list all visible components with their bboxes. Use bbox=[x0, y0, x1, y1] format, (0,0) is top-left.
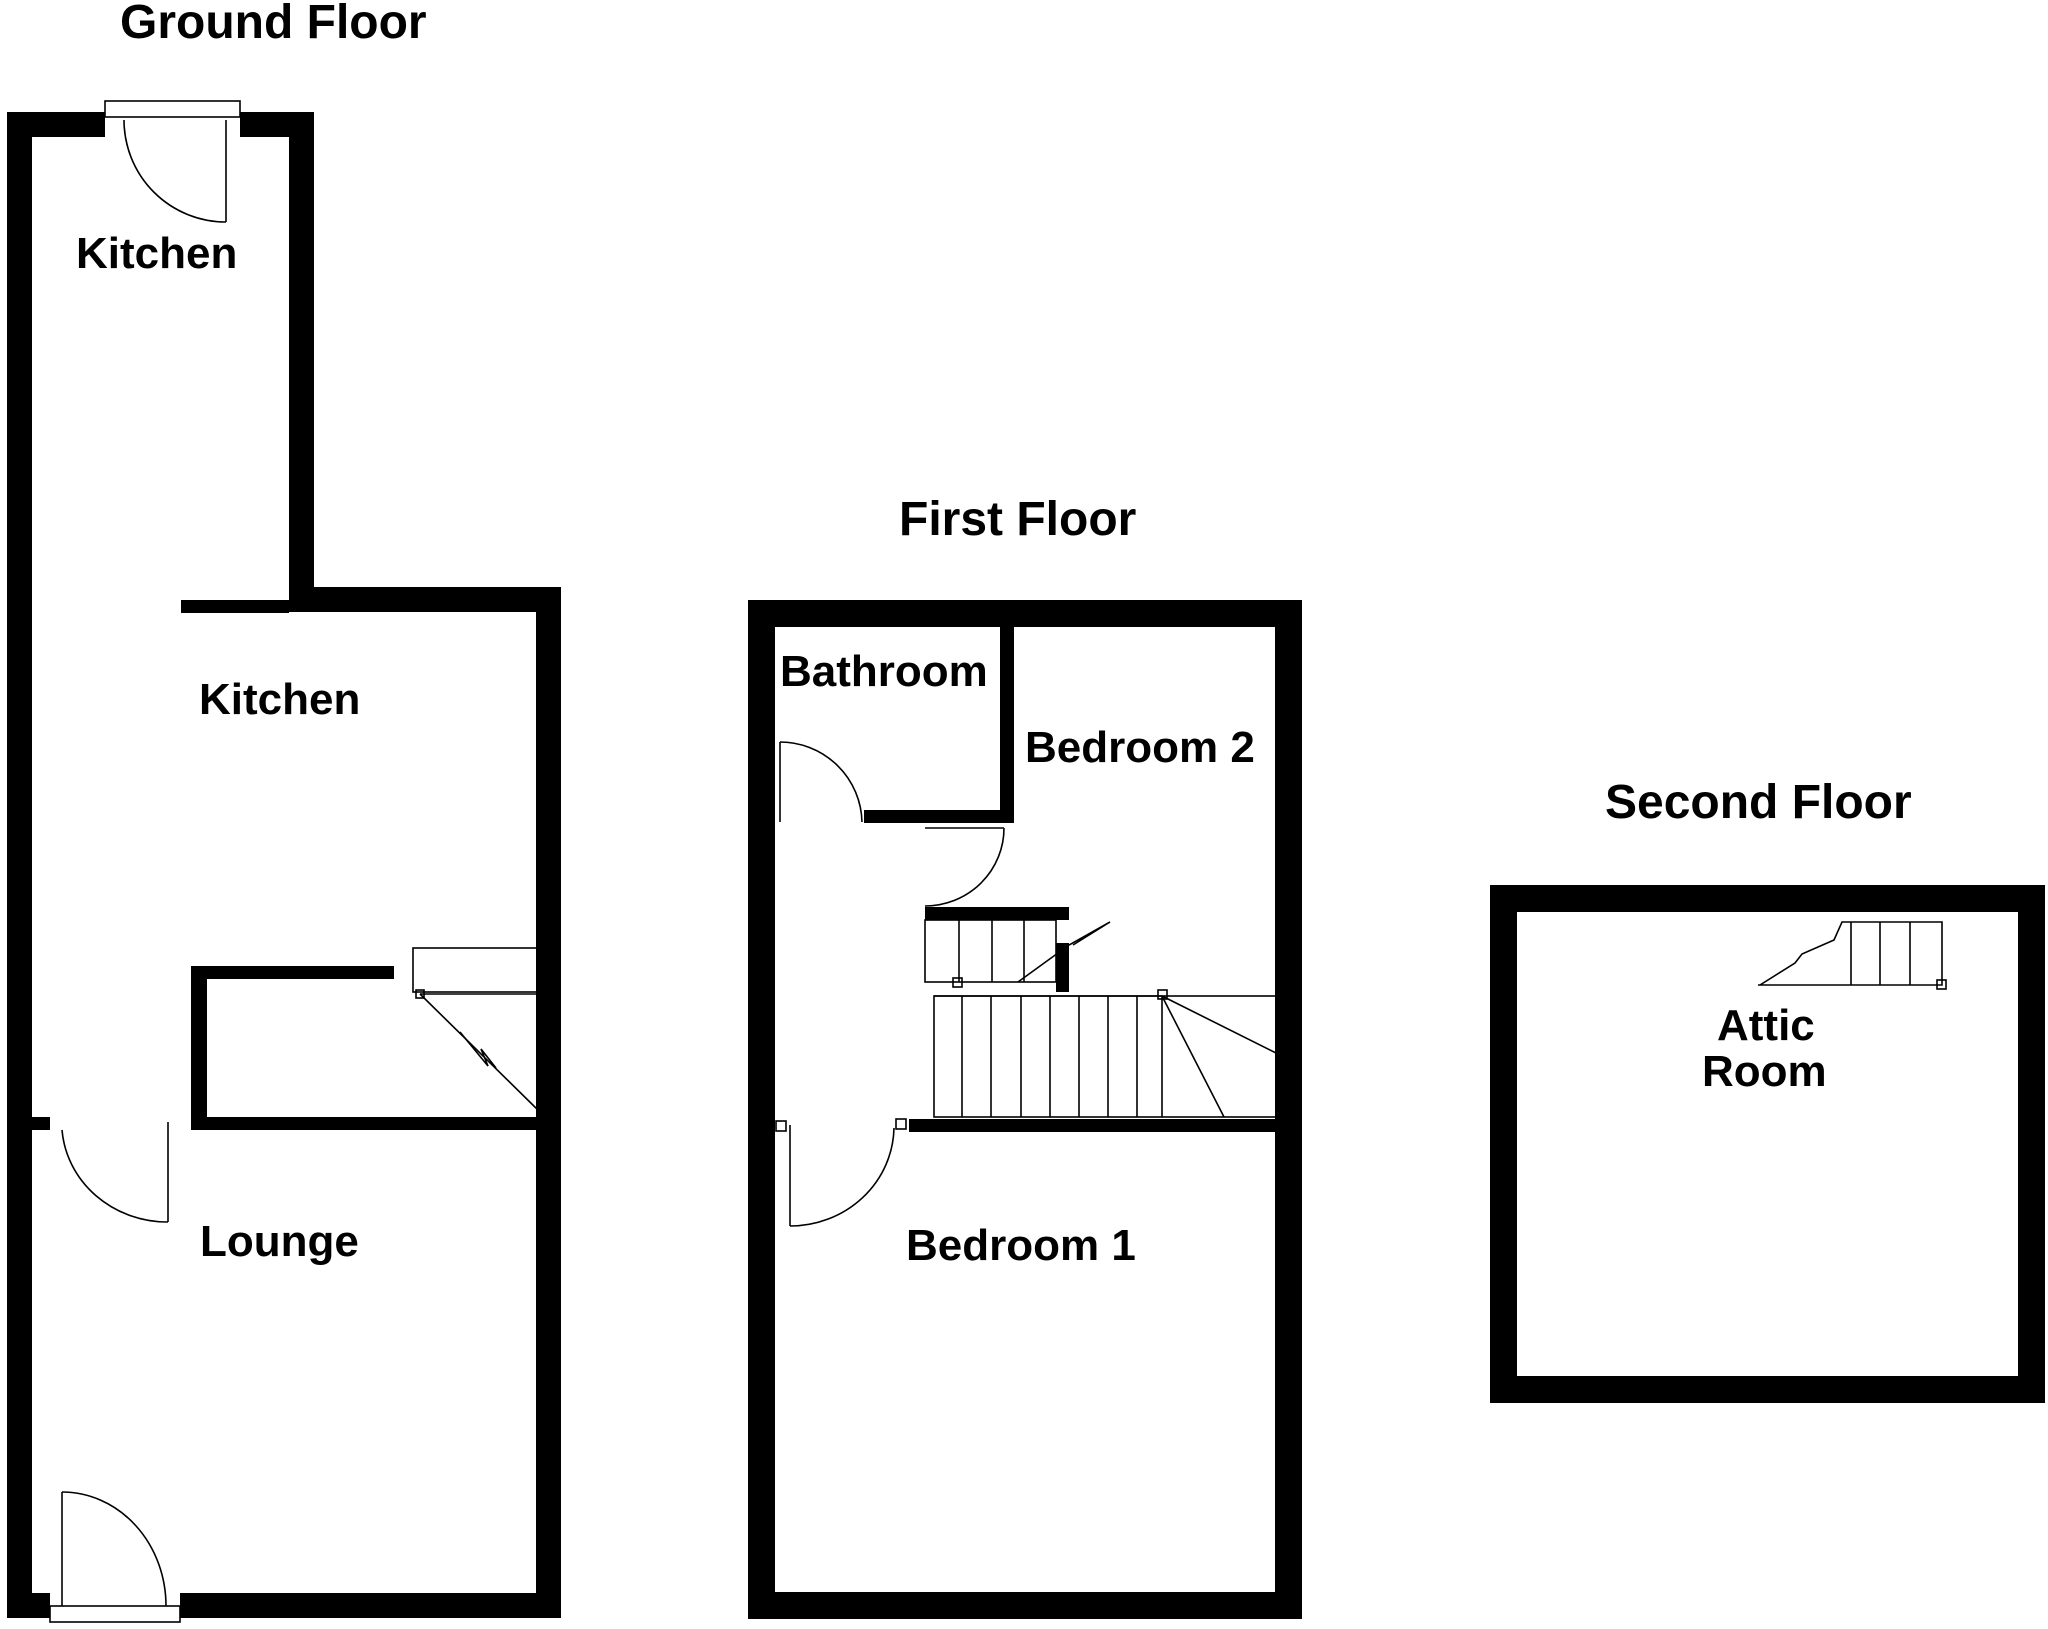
lounge-door-swing bbox=[61, 1129, 169, 1223]
first-wall-right bbox=[1275, 600, 1302, 1619]
room-label-bedroom2: Bedroom 2 bbox=[1025, 723, 1255, 772]
bathroom-wall-bottom bbox=[864, 810, 1014, 823]
room-label-kitchen-front: Kitchen bbox=[199, 675, 360, 724]
rear-door-swing bbox=[123, 119, 227, 223]
rear-door-frame bbox=[104, 100, 241, 118]
bedroom1-wall-top bbox=[909, 1119, 1275, 1132]
ground-internal-wall-lounge bbox=[200, 1117, 545, 1130]
room-label-attic-line1: Attic bbox=[1717, 1001, 1815, 1050]
first-wall-top bbox=[748, 600, 1302, 627]
ground-internal-wall-nib bbox=[32, 1117, 50, 1130]
first-wall-bottom bbox=[748, 1592, 1302, 1619]
first-floor-title: First Floor bbox=[899, 493, 1136, 546]
bedroom1-door-jamb-right bbox=[895, 1118, 907, 1130]
ground-wall-step-ledge bbox=[181, 600, 289, 613]
ground-wall-step-top bbox=[289, 587, 561, 612]
front-door-frame bbox=[49, 1605, 181, 1623]
bathroom-wall-right bbox=[1000, 627, 1014, 823]
room-label-bedroom1: Bedroom 1 bbox=[906, 1221, 1136, 1270]
second-wall-bottom bbox=[1490, 1376, 2045, 1403]
second-floor-plan bbox=[1490, 885, 2045, 1403]
bedroom2-door-swing bbox=[924, 827, 1005, 907]
first-floor-plan bbox=[748, 600, 1302, 1619]
room-label-lounge: Lounge bbox=[200, 1217, 359, 1266]
landing-wall-post bbox=[1056, 943, 1069, 992]
ground-floor-title: Ground Floor bbox=[120, 0, 427, 49]
first-wall-left bbox=[748, 600, 775, 1619]
room-label-bathroom: Bathroom bbox=[780, 647, 988, 696]
second-wall-right bbox=[2018, 885, 2045, 1403]
second-wall-left bbox=[1490, 885, 1517, 1403]
ground-wall-kitchen-right bbox=[289, 112, 314, 603]
ground-wall-bottom-left bbox=[7, 1593, 50, 1618]
attic-stairs bbox=[1758, 921, 1947, 990]
room-label-attic-line2: Room bbox=[1702, 1047, 1827, 1096]
bedroom1-door-swing bbox=[789, 1127, 895, 1227]
bedroom1-door-jamb-left bbox=[775, 1120, 787, 1132]
second-floor-title: Second Floor bbox=[1605, 776, 1912, 829]
landing-wall-top bbox=[925, 907, 1069, 920]
bathroom-door-swing bbox=[779, 741, 863, 823]
ground-wall-bottom-right bbox=[180, 1593, 561, 1618]
ground-cupboard-wall-top bbox=[191, 966, 394, 979]
ground-wall-left bbox=[7, 112, 32, 1618]
ground-wall-top-left bbox=[7, 112, 105, 137]
first-stairs bbox=[924, 919, 1283, 1118]
front-door-swing bbox=[61, 1491, 167, 1607]
ground-floor-plan bbox=[7, 100, 561, 1623]
second-wall-top bbox=[1490, 885, 2045, 912]
room-label-kitchen-rear: Kitchen bbox=[76, 229, 237, 278]
ground-stairs bbox=[412, 947, 541, 1117]
ground-cupboard-wall-left bbox=[191, 966, 207, 1130]
